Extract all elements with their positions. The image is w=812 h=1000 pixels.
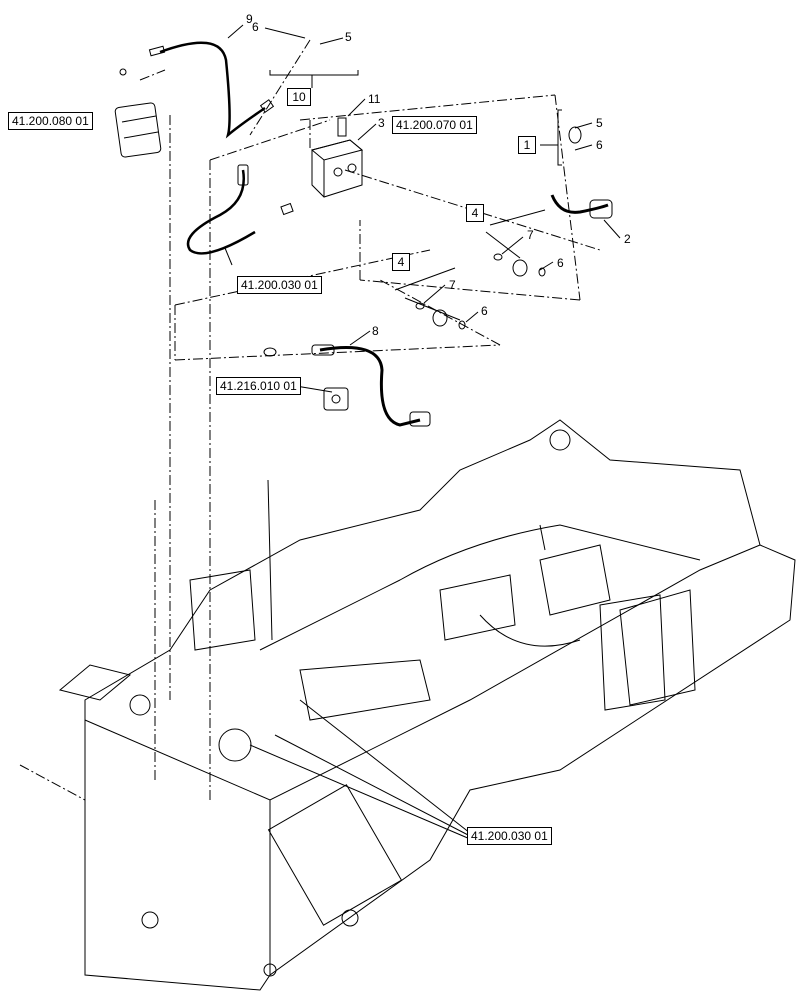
ref-harness-upper[interactable]: 41.200.030 01 [237,276,322,294]
callout-6c: 6 [557,256,564,270]
bracket-part [323,387,349,411]
hydraulic-connector-part [114,68,162,158]
callout-11: 11 [368,92,381,106]
fittings [263,253,546,357]
callout-5b: 5 [596,116,603,130]
callout-7a: 7 [527,228,534,242]
leader-lines [19,39,601,801]
hose-2 [550,126,613,219]
kit-box-1: 1 [518,136,536,154]
valve-block-part [310,117,364,198]
hose-loop [186,164,294,255]
ref-valve-block[interactable]: 41.200.070 01 [392,116,477,134]
kit-box-4a: 4 [466,204,484,222]
hose-9 [148,41,275,139]
kit-box-10: 10 [287,88,311,106]
callout-leaders [224,24,621,840]
callout-5a: 5 [345,30,352,44]
callout-6b: 6 [596,138,603,152]
ref-bracket[interactable]: 41.216.010 01 [216,377,301,395]
callout-6d: 6 [481,304,488,318]
kit-box-4b: 4 [392,253,410,271]
callout-9: 9 [246,12,253,26]
callout-6a: 6 [252,20,259,34]
callout-8: 8 [372,324,379,338]
callout-3: 3 [378,116,385,130]
callout-2: 2 [624,232,631,246]
hose-8 [311,344,431,427]
ref-hydraulic-connector[interactable]: 41.200.080 01 [8,112,93,130]
kit-brackets [269,70,562,321]
chassis-frame [58,419,796,991]
ref-harness-lower[interactable]: 41.200.030 01 [467,827,552,845]
callout-7b: 7 [449,278,456,292]
